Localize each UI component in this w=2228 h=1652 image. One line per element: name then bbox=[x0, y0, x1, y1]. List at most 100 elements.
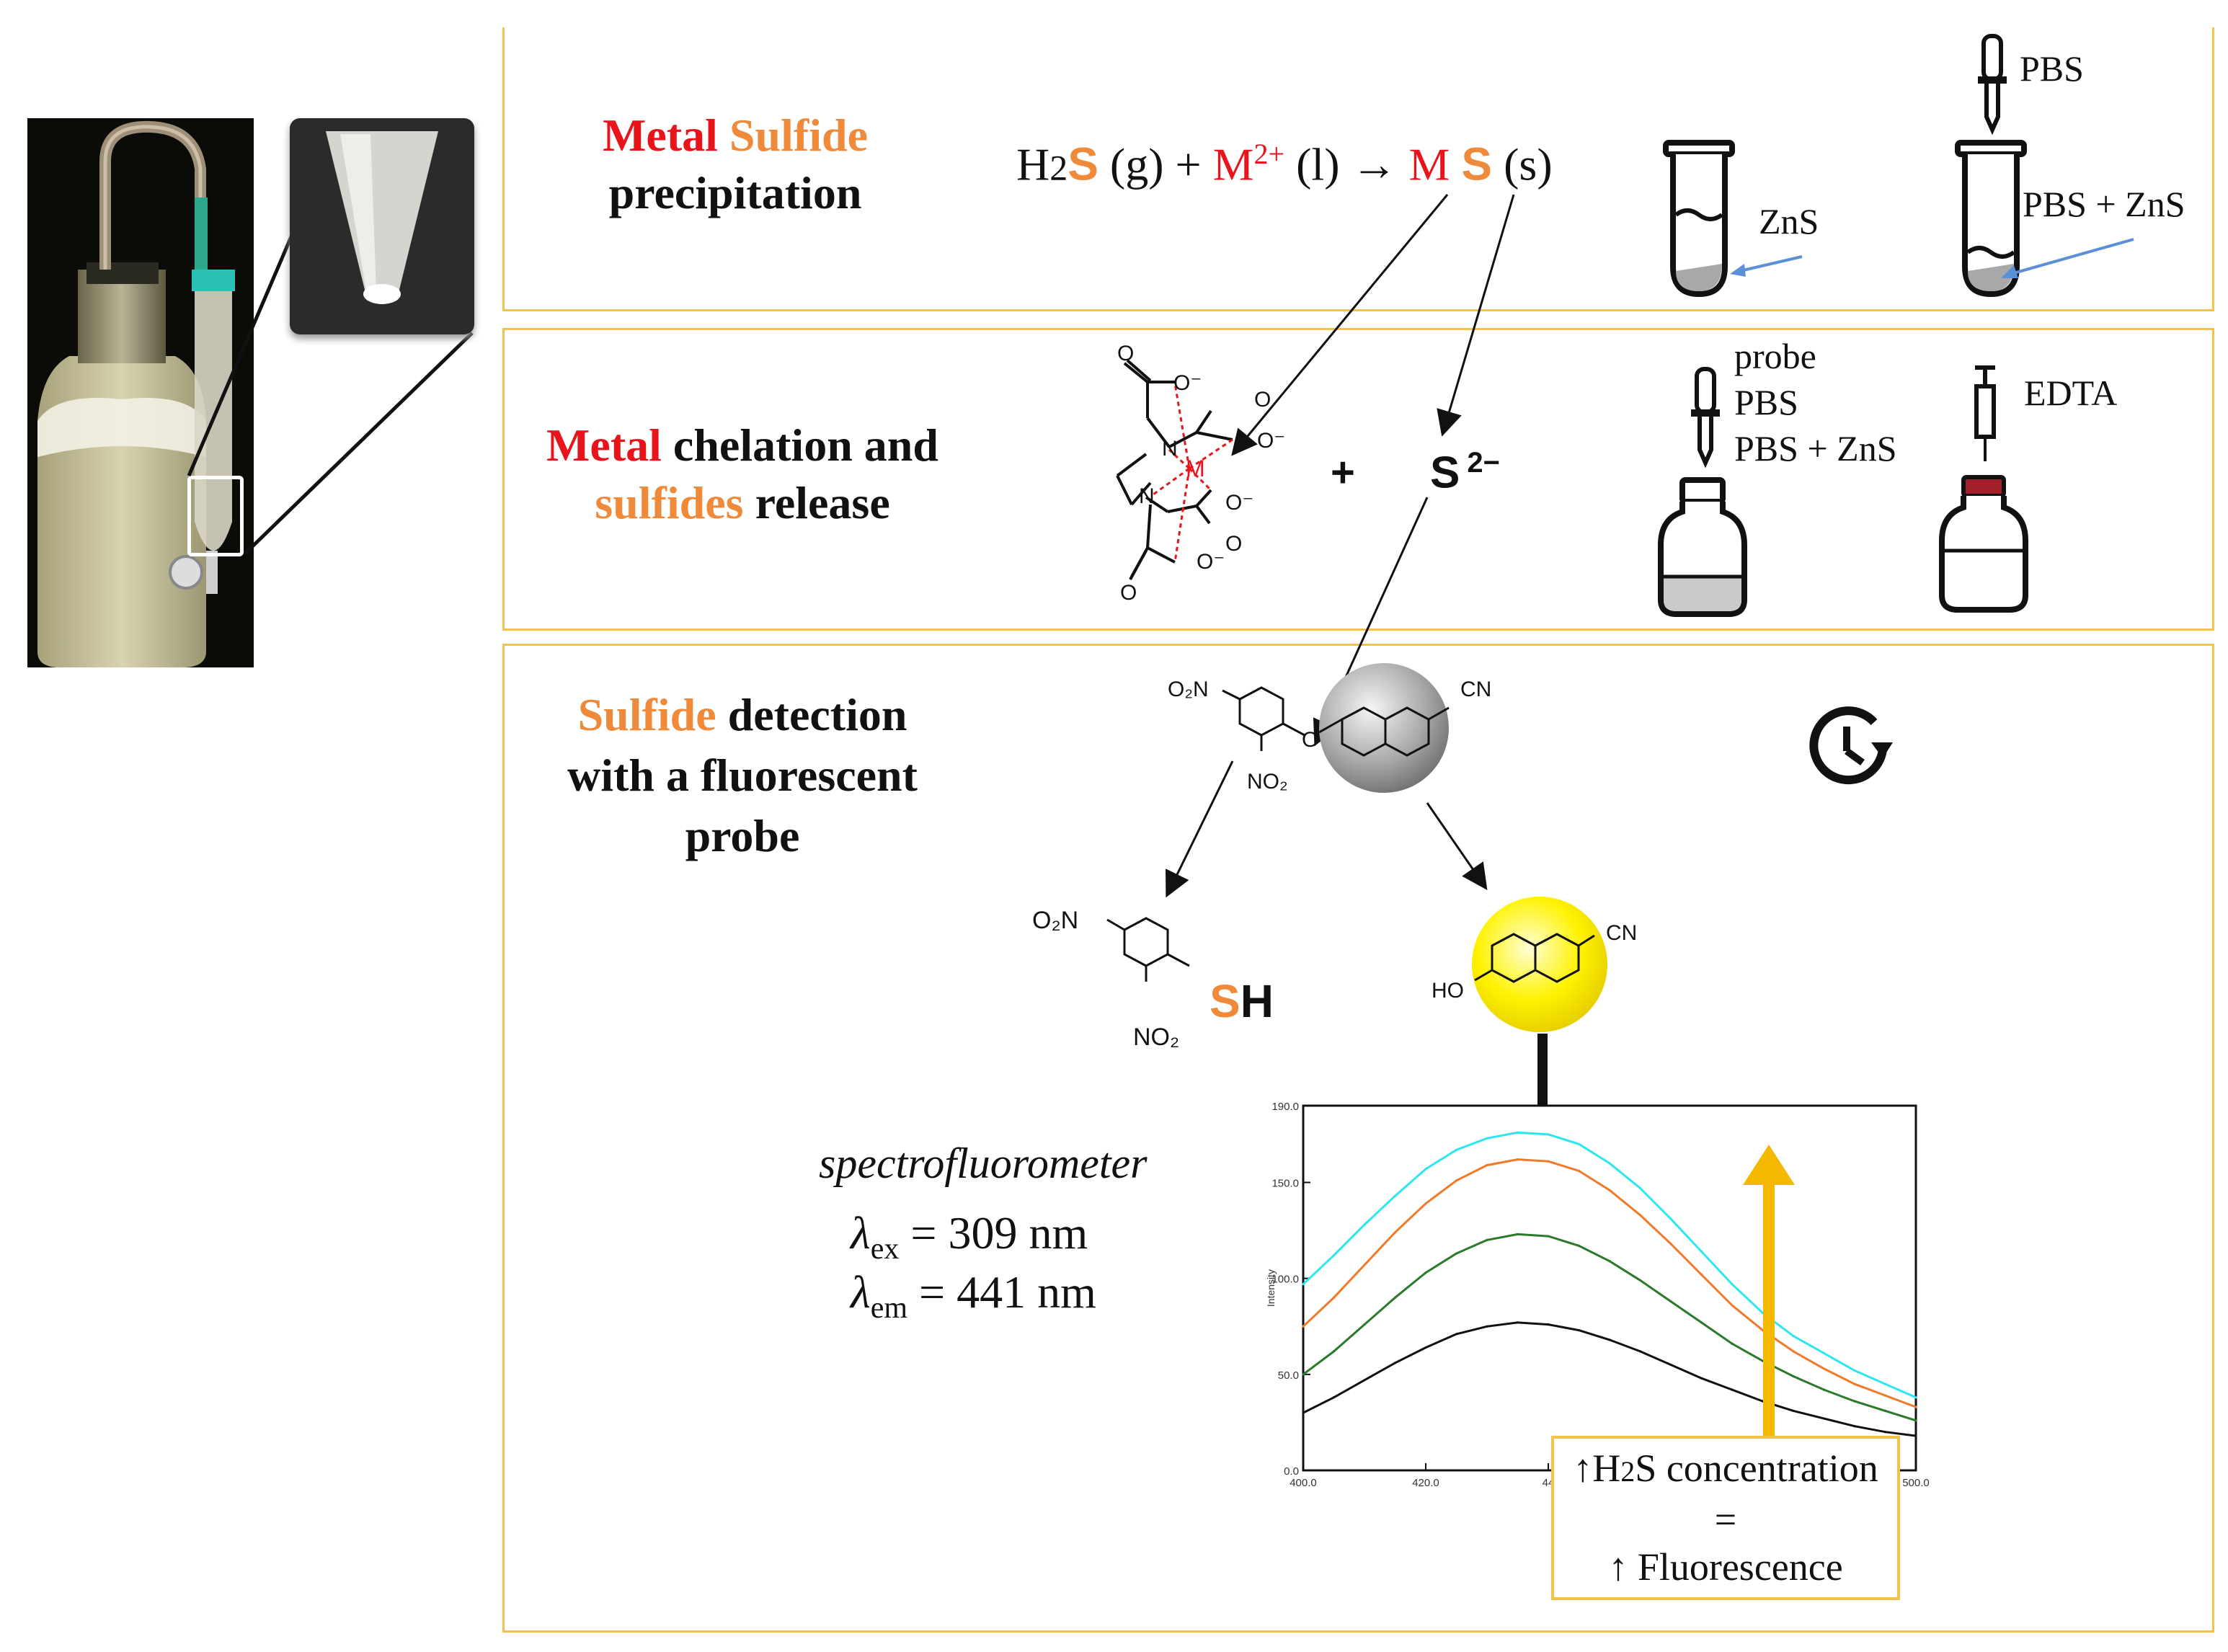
chart-plot-frame bbox=[1302, 1104, 1917, 1472]
spectrum-point bbox=[1669, 1300, 1672, 1303]
spectrum-point bbox=[1792, 1375, 1795, 1378]
spectrum-point bbox=[1700, 1377, 1703, 1380]
spectrum-point bbox=[1363, 1323, 1366, 1326]
reactor-photo bbox=[27, 118, 254, 667]
y-tick-label: 100.0 bbox=[1271, 1274, 1299, 1286]
spectrum-point bbox=[1547, 1160, 1550, 1163]
tube-zoom-inset bbox=[290, 118, 474, 334]
sulfide-ion-symbol: S bbox=[1430, 448, 1460, 498]
dropper-pbs bbox=[1978, 34, 2007, 136]
eq-charge: 2+ bbox=[1253, 138, 1285, 170]
vial1-line-pbs-zns: PBS + ZnS bbox=[1734, 428, 1897, 468]
probe-no2: NO₂ bbox=[1247, 770, 1288, 794]
y-tick-label: 50.0 bbox=[1278, 1369, 1299, 1382]
panel-chelation bbox=[502, 328, 2214, 631]
spectrum-point bbox=[1486, 1238, 1488, 1241]
spectrum-point bbox=[1792, 1409, 1795, 1412]
spectrum-point bbox=[1332, 1350, 1336, 1353]
title-chelation: chelation and bbox=[661, 419, 938, 471]
result-concentration: S concentration bbox=[1635, 1447, 1878, 1490]
spectrum-point bbox=[1853, 1369, 1856, 1372]
spectrum-point bbox=[1638, 1214, 1642, 1217]
spectrum-point bbox=[1608, 1189, 1611, 1191]
spectrum-point bbox=[1547, 1235, 1550, 1238]
spectrum-point bbox=[1486, 1164, 1488, 1167]
spectrum-point bbox=[1393, 1231, 1397, 1234]
eq-m2: M bbox=[1408, 138, 1450, 190]
edta-o-top: O bbox=[1117, 342, 1135, 365]
spectrum-point bbox=[1669, 1363, 1672, 1367]
panel-precipitation bbox=[502, 27, 2214, 311]
spectrum-point bbox=[1883, 1382, 1887, 1385]
sulfide-ion-charge: 2− bbox=[1467, 447, 1500, 479]
test-tube-zns bbox=[1663, 140, 1735, 298]
edta-o-3: O bbox=[1225, 532, 1243, 556]
spectrum-point bbox=[1638, 1279, 1642, 1282]
vial-probe bbox=[1658, 477, 1747, 617]
lambda-ex: λex = 309 nm bbox=[851, 1207, 1088, 1266]
spectrum-point bbox=[1822, 1367, 1826, 1370]
spectrum-point bbox=[1302, 1325, 1305, 1328]
y-tick-label: 0.0 bbox=[1284, 1465, 1299, 1478]
lambda-ex-symbol: λ bbox=[851, 1207, 871, 1258]
spectrum-point bbox=[1914, 1396, 1917, 1399]
spectrum-point bbox=[1486, 1137, 1488, 1140]
probe-o: O bbox=[1302, 728, 1319, 752]
spectrum-point bbox=[1455, 1333, 1458, 1336]
pbs-label: PBS bbox=[2020, 48, 2084, 89]
title-precipitation: precipitation bbox=[608, 167, 862, 218]
eq-s: S bbox=[1068, 138, 1099, 190]
spectrum-point bbox=[1731, 1342, 1734, 1345]
tube-zoom-marker bbox=[187, 476, 244, 556]
y-tick-label: 150.0 bbox=[1271, 1178, 1299, 1190]
spectrum-point bbox=[1700, 1250, 1703, 1253]
spectrum-point bbox=[1516, 1131, 1519, 1134]
plus-sign: + bbox=[1331, 449, 1355, 496]
probe-cn: CN bbox=[1460, 678, 1492, 701]
blue-arrow-zns bbox=[1730, 255, 1803, 277]
fluorescent-probe-molecule bbox=[1222, 663, 1450, 793]
spectrum-point bbox=[1638, 1186, 1642, 1190]
spectrum-point bbox=[1424, 1271, 1427, 1274]
spectrum-point bbox=[1669, 1243, 1672, 1245]
test-tube-pbs-zns bbox=[1955, 140, 2027, 298]
spectrum-point bbox=[1424, 1202, 1427, 1205]
prod1-no2: NO₂ bbox=[1133, 1023, 1180, 1051]
title-metal-2: Metal bbox=[546, 419, 662, 471]
spectrum-point bbox=[1638, 1350, 1642, 1353]
result-fluorescence: ↑ Fluorescence bbox=[1608, 1545, 1843, 1589]
spectrum-point bbox=[1363, 1223, 1366, 1226]
spectrum-point bbox=[1822, 1417, 1826, 1420]
eq-m: M bbox=[1212, 138, 1254, 190]
eq-h: H bbox=[1016, 138, 1050, 190]
prod1-sh: SH bbox=[1210, 974, 1274, 1028]
pbs-zns-label: PBS + ZnS bbox=[2023, 184, 2185, 224]
zns-label: ZnS bbox=[1759, 201, 1819, 241]
spectrum-point bbox=[1792, 1350, 1795, 1353]
product-naphthol bbox=[1472, 897, 1607, 1032]
spectrum-point bbox=[1332, 1396, 1336, 1399]
lambda-ex-value: = 309 nm bbox=[899, 1207, 1088, 1258]
lambda-ex-sub: ex bbox=[870, 1232, 900, 1266]
spectrum-point bbox=[1424, 1168, 1427, 1171]
panel2-title: Metal chelation and sulfides release bbox=[505, 417, 980, 532]
prod2-ho: HO bbox=[1432, 979, 1464, 1003]
spectrum-point bbox=[1822, 1388, 1826, 1391]
spectrum-point bbox=[1914, 1434, 1917, 1437]
spectrum-point bbox=[1608, 1338, 1611, 1341]
spectrum-point bbox=[1393, 1362, 1397, 1364]
dropper-probe bbox=[1691, 367, 1720, 468]
edta-label: EDTA bbox=[2024, 373, 2118, 413]
blue-arrow-pbs-zns bbox=[2001, 238, 2134, 278]
spectrum-point bbox=[1302, 1283, 1305, 1286]
prod1-o2n: O₂N bbox=[1032, 907, 1079, 934]
x-tick-label: 420.0 bbox=[1412, 1477, 1439, 1489]
edta-ominus-4: O⁻ bbox=[1197, 550, 1225, 574]
x-tick-label: 400.0 bbox=[1290, 1477, 1317, 1489]
spectrum-point bbox=[1731, 1283, 1734, 1286]
spectrum-point bbox=[1914, 1405, 1917, 1408]
title-detection: detection bbox=[716, 689, 907, 740]
edta-metal-complex bbox=[1116, 359, 1233, 580]
